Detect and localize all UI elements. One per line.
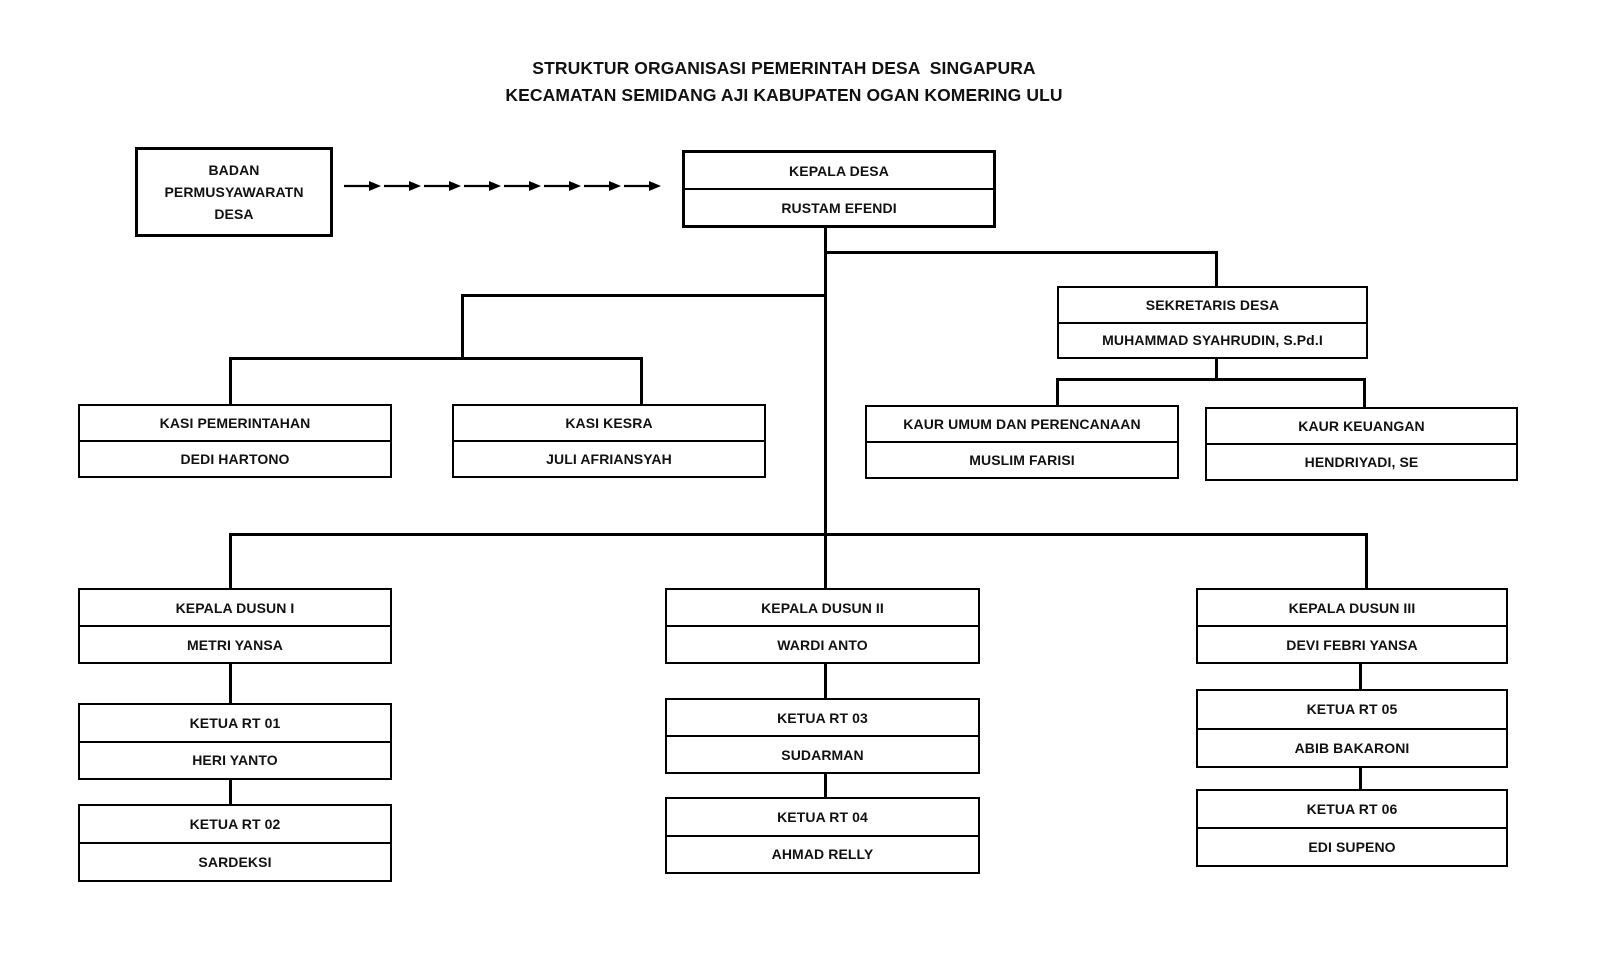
connector-rt02-drop [229, 778, 232, 806]
org-box-name: JULI AFRIANSYAH [454, 440, 764, 476]
connector-kaur-keuangan-drop [1363, 378, 1366, 410]
org-box-name: EDI SUPENO [1198, 827, 1506, 865]
connector-kasi-pemerintahan-drop [229, 357, 232, 406]
org-box-title: KETUA RT 01 [189, 714, 281, 731]
org-box-title: KEPALA DUSUN II [761, 599, 884, 616]
org-box-title: BADAN PERMUSYAWARATN DESA [164, 162, 304, 222]
org-box-title: KASI KESRA [565, 415, 653, 431]
org-box-kasi-pemerintahan: KASI PEMERINTAHAN DEDI HARTONO [78, 404, 392, 478]
org-box-title: KETUA RT 06 [1306, 801, 1398, 817]
title-line-2: KECAMATAN SEMIDANG AJI KABUPATEN OGAN KO… [505, 85, 1063, 105]
org-box-title: KAUR KEUANGAN [1298, 418, 1425, 434]
org-box-badan-permusyawaratan-desa: BADAN PERMUSYAWARATN DESA [135, 147, 333, 237]
org-box-kepala-dusun-3: KEPALA DUSUN III DEVI FEBRI YANSA [1196, 588, 1508, 664]
org-box-title: KEPALA DUSUN I [175, 599, 295, 616]
connector-sekretaris-vertical [1215, 251, 1218, 288]
org-box-kepala-dusun-1: KEPALA DUSUN I METRI YANSA [78, 588, 392, 664]
org-box-title: KETUA RT 04 [777, 808, 868, 825]
org-box-kepala-dusun-2: KEPALA DUSUN II WARDI ANTO [665, 588, 980, 664]
org-box-name: RUSTAM EFENDI [685, 188, 993, 225]
org-box-kaur-keuangan: KAUR KEUANGAN HENDRIYADI, SE [1205, 407, 1518, 481]
org-box-name: MUSLIM FARISI [867, 441, 1177, 477]
org-box-name: SUDARMAN [667, 735, 978, 772]
connector-kaur-row-horizontal [1056, 378, 1366, 381]
connector-kaur-stem-vertical [1215, 358, 1218, 380]
connector-rt01-drop [229, 662, 232, 705]
org-box-title: KASI PEMERINTAHAN [159, 415, 311, 431]
connector-sekretaris-horizontal [824, 251, 1218, 254]
org-box-kaur-umum-dan-perencanaan: KAUR UMUM DAN PERENCANAAN MUSLIM FARISI [865, 405, 1179, 479]
connector-kasi-branch-horizontal [461, 294, 826, 297]
org-box-kasi-kesra: KASI KESRA JULI AFRIANSYAH [452, 404, 766, 478]
connector-kaur-umum-drop [1056, 378, 1059, 407]
org-box-name: METRI YANSA [80, 625, 390, 662]
connector-rt03-drop [824, 662, 827, 700]
connector-dusun-row-horizontal [229, 533, 1368, 536]
connector-rt04-drop [824, 772, 827, 799]
org-box-title: SEKRETARIS DESA [1145, 296, 1280, 313]
org-box-name: AHMAD RELLY [667, 834, 978, 873]
org-box-title: KETUA RT 03 [777, 709, 868, 726]
org-box-name: HENDRIYADI, SE [1207, 443, 1516, 479]
org-box-name: MUHAMMAD SYAHRUDIN, S.Pd.I [1059, 321, 1366, 358]
connector-kasi-branch-vertical [461, 294, 464, 360]
connector-rt05-drop [1359, 662, 1362, 691]
org-box-name: SARDEKSI [80, 842, 390, 880]
org-box-title: KAUR UMUM DAN PERENCANAAN [903, 416, 1141, 432]
org-box-ketua-rt-06: KETUA RT 06 EDI SUPENO [1196, 789, 1508, 867]
arrow-chain [344, 179, 662, 193]
org-box-name: DEDI HARTONO [80, 440, 390, 476]
org-box-name: WARDI ANTO [667, 625, 978, 662]
org-box-title: KEPALA DUSUN III [1288, 599, 1416, 616]
org-box-ketua-rt-02: KETUA RT 02 SARDEKSI [78, 804, 392, 882]
org-box-kepala-desa: KEPALA DESA RUSTAM EFENDI [682, 150, 996, 228]
org-box-title: KETUA RT 02 [189, 816, 281, 832]
org-box-ketua-rt-04: KETUA RT 04 AHMAD RELLY [665, 797, 980, 874]
org-box-name: DEVI FEBRI YANSA [1198, 625, 1506, 662]
connector-rt06-drop [1359, 766, 1362, 791]
connector-kasi-row-horizontal [229, 357, 643, 360]
connector-dusun3-drop [1365, 533, 1368, 590]
org-box-sekretaris-desa: SEKRETARIS DESA MUHAMMAD SYAHRUDIN, S.Pd… [1057, 286, 1368, 359]
org-box-name: HERI YANTO [80, 740, 390, 779]
connector-trunk-vertical [824, 226, 827, 588]
connector-kasi-kesra-drop [640, 357, 643, 406]
page-title: STRUKTUR ORGANISASI PEMERINTAH DESA SING… [0, 55, 1568, 109]
org-box-title: KETUA RT 05 [1306, 701, 1398, 718]
org-box-name: ABIB BAKARONI [1198, 727, 1506, 767]
connector-dusun1-drop [229, 533, 232, 590]
org-box-title: KEPALA DESA [789, 162, 889, 179]
org-box-ketua-rt-03: KETUA RT 03 SUDARMAN [665, 698, 980, 774]
org-box-ketua-rt-05: KETUA RT 05 ABIB BAKARONI [1196, 689, 1508, 768]
org-box-ketua-rt-01: KETUA RT 01 HERI YANTO [78, 703, 392, 780]
title-line-1: STRUKTUR ORGANISASI PEMERINTAH DESA SING… [532, 58, 1036, 78]
